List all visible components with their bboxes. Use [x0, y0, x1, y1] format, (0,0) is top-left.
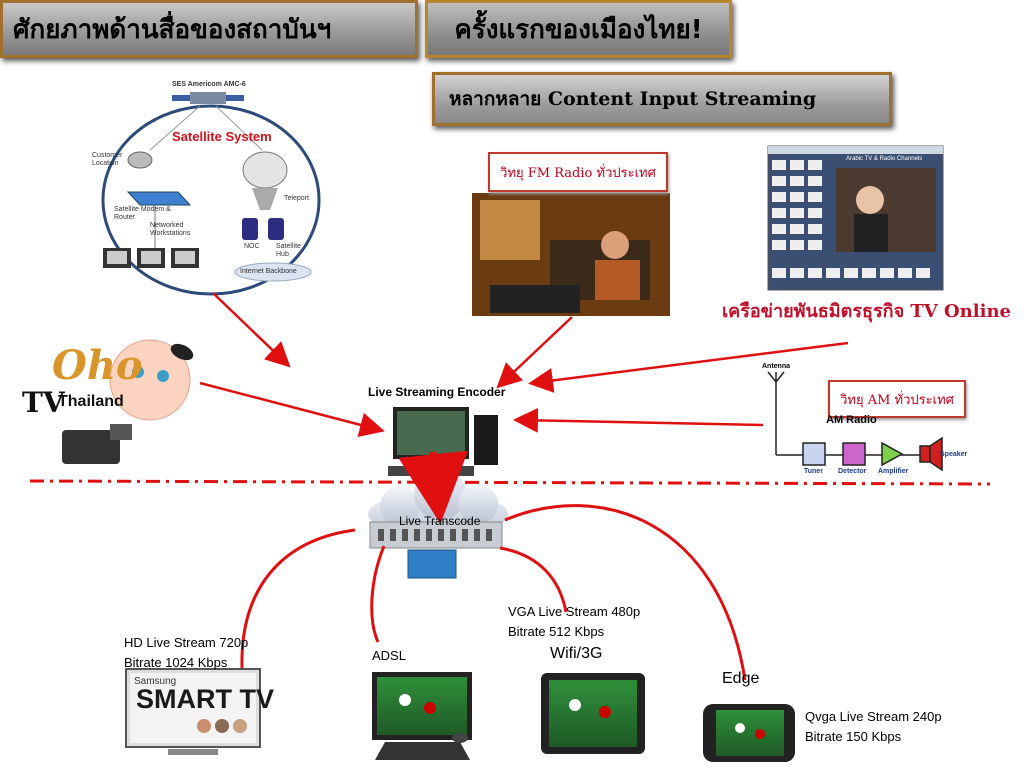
main-title: ศักยภาพด้านสื่อของสถาบันฯ	[0, 0, 418, 58]
fm-studio-photo	[472, 193, 670, 316]
separator-line	[29, 479, 991, 486]
satellite-system-label: Satellite System	[172, 129, 272, 144]
satellite-system-diagram	[101, 92, 321, 296]
hd-stream-text: HD Live Stream 720p Bitrate 1024 Kbps	[124, 633, 248, 673]
satellite-hub-label: Satellite Hub	[276, 243, 301, 258]
oho-mascot-illustration	[62, 339, 194, 464]
encoder-label: Live Streaming Encoder	[368, 385, 506, 399]
qvga-stream-line1: Qvga Live Stream 240p	[805, 709, 942, 724]
transcode-label: Live Transcode	[399, 514, 481, 528]
workstations-label: Networked Workstations	[150, 222, 191, 237]
tv-online-screen-title: Arabic TV & Radio Channels	[846, 156, 923, 162]
modem-label: Satellite Modem & Router	[114, 206, 171, 221]
hd-stream-line2: Bitrate 1024 Kbps	[124, 655, 228, 670]
detector-label: Detector	[838, 468, 867, 475]
tv-online-label: เครือข่ายพันธมิตรธุรกิจ TV Online	[722, 301, 1011, 322]
am-radio-title: AM Radio	[826, 414, 877, 426]
input-arrows	[199, 292, 849, 438]
oho-thailand-text: Thailand	[58, 393, 124, 410]
hd-stream-line1: HD Live Stream 720p	[124, 635, 249, 650]
smart-tv-logo: SMART TV	[136, 684, 274, 714]
vga-stream-line1: VGA Live Stream 480p	[508, 604, 641, 619]
noc-label: NOC	[244, 243, 260, 250]
tablet-device	[541, 673, 645, 754]
first-in-thailand-title: ครั้งแรกของเมืองไทย!	[425, 0, 732, 58]
qvga-stream-text: Qvga Live Stream 240p Bitrate 150 Kbps	[805, 707, 942, 747]
samsung-brand: Samsung	[134, 676, 177, 687]
antenna-label: Antenna	[762, 363, 790, 370]
amplifier-label: Amplifier	[878, 468, 909, 475]
oho-logo-text: Oho	[52, 342, 143, 389]
internet-backbone-label: Internet Backbone	[240, 268, 297, 275]
am-radio-circuit	[767, 371, 943, 472]
tuner-label: Tuner	[804, 468, 823, 475]
encoder-computer	[388, 407, 498, 476]
am-radio-label: วิทยุ AM ทั่วประเทศ	[828, 380, 966, 418]
oho-tv-text: TV	[22, 386, 65, 419]
encoder-to-transcode-arrow	[398, 450, 469, 524]
output-curves	[240, 504, 747, 681]
speaker-label: Speaker	[940, 451, 968, 458]
qvga-stream-line2: Bitrate 150 Kbps	[805, 729, 902, 744]
content-input-title: หลากหลาย Content Input Streaming	[432, 72, 892, 126]
customer-location-label: Customer Location	[92, 152, 123, 167]
fm-radio-label: วิทยุ FM Radio ทั่วประเทศ	[488, 152, 668, 192]
satellite-name: SES Americom AMC-6	[172, 81, 246, 88]
teleport-label: Teleport	[284, 195, 309, 202]
phone-device	[703, 704, 795, 762]
edge-label: Edge	[722, 670, 760, 687]
tv-online-screenshot	[767, 145, 944, 291]
wifi-3g-label: Wifi/3G	[550, 645, 603, 662]
vga-stream-line2: Bitrate 512 Kbps	[508, 624, 605, 639]
smart-tv-device	[125, 668, 261, 755]
vga-stream-text: VGA Live Stream 480p Bitrate 512 Kbps	[508, 602, 640, 642]
laptop-device	[372, 672, 472, 760]
adsl-label: ADSL	[372, 648, 406, 663]
